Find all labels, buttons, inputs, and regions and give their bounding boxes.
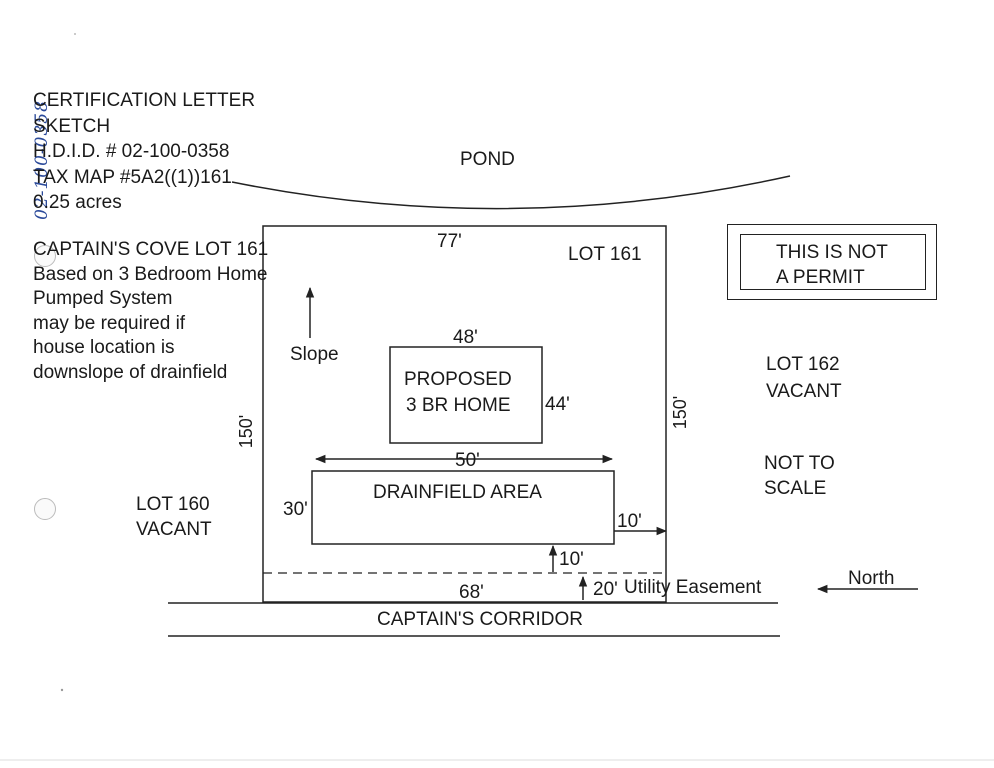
notes-line-3: Pumped System: [33, 288, 173, 309]
lot-162-line-2: VACANT: [766, 381, 842, 402]
easement-label: Utility Easement: [624, 577, 762, 598]
drainfield-width-label: 50': [455, 450, 480, 471]
header-line-5: 0.25 acres: [33, 192, 122, 213]
drainfield-depth-label: 30': [283, 499, 308, 520]
scale-note-line-2: SCALE: [764, 478, 827, 499]
bottom-dimension: 68': [459, 582, 484, 603]
notes-block: CAPTAIN'S COVE LOT 161 Based on 3 Bedroo…: [33, 238, 268, 385]
slope-label: Slope: [290, 344, 339, 365]
permit-notice-line-1: THIS IS NOT: [776, 242, 888, 263]
home-width-label: 48': [453, 327, 478, 348]
left-dimension: 150': [236, 414, 257, 449]
header-line-4: TAX MAP #5A2((1))161: [33, 166, 232, 188]
home-label-line-1: PROPOSED: [404, 369, 512, 390]
drainfield-label: DRAINFIELD AREA: [373, 482, 542, 503]
drainfield-outline: [311, 470, 615, 545]
drainfield-side-setback: 10': [617, 511, 642, 532]
top-dimension: 77': [437, 231, 462, 252]
easement-width: 20': [593, 579, 618, 600]
scale-note-line-1: NOT TO: [764, 453, 835, 474]
lot-160-line-1: LOT 160: [136, 494, 210, 515]
lot-161-boundary: [262, 225, 667, 603]
notes-line-5: house location is: [33, 337, 175, 358]
header-line-2: SKETCH: [33, 115, 111, 137]
scan-speck: [60, 688, 64, 692]
punch-hole-bottom: [34, 498, 56, 520]
north-label: North: [848, 568, 895, 589]
home-label-line-2: 3 BR HOME: [406, 395, 511, 416]
header-block: CERTIFICATION LETTER SKETCH H.D.I.D. # 0…: [33, 88, 255, 216]
notes-line-2: Based on 3 Bedroom Home: [33, 263, 268, 285]
lot-160-line-2: VACANT: [136, 519, 212, 540]
permit-notice-inner-box: [740, 234, 926, 290]
notes-line-4: may be required if: [33, 312, 186, 334]
notes-line-1: CAPTAIN'S COVE LOT 161: [33, 239, 269, 260]
notes-line-6: downslope of drainfield: [33, 361, 228, 383]
pond-label: POND: [460, 149, 515, 170]
drainfield-bottom-setback: 10': [559, 549, 584, 570]
right-dimension: 150': [670, 395, 691, 430]
punch-hole-top: [34, 245, 56, 267]
permit-notice-outer-box: [727, 224, 937, 300]
lot-161-label: LOT 161: [568, 244, 642, 265]
home-depth-label: 44': [545, 394, 570, 415]
header-line-3: H.D.I.D. # 02-100-0358: [33, 141, 230, 162]
permit-notice-line-2: A PERMIT: [776, 267, 865, 288]
road-label: CAPTAIN'S CORRIDOR: [377, 609, 583, 630]
pond-shoreline: [231, 175, 791, 210]
proposed-home-outline: [389, 346, 543, 444]
header-line-1: CERTIFICATION LETTER: [33, 90, 256, 111]
scan-speck: [74, 33, 76, 35]
lot-162-line-1: LOT 162: [766, 354, 840, 375]
